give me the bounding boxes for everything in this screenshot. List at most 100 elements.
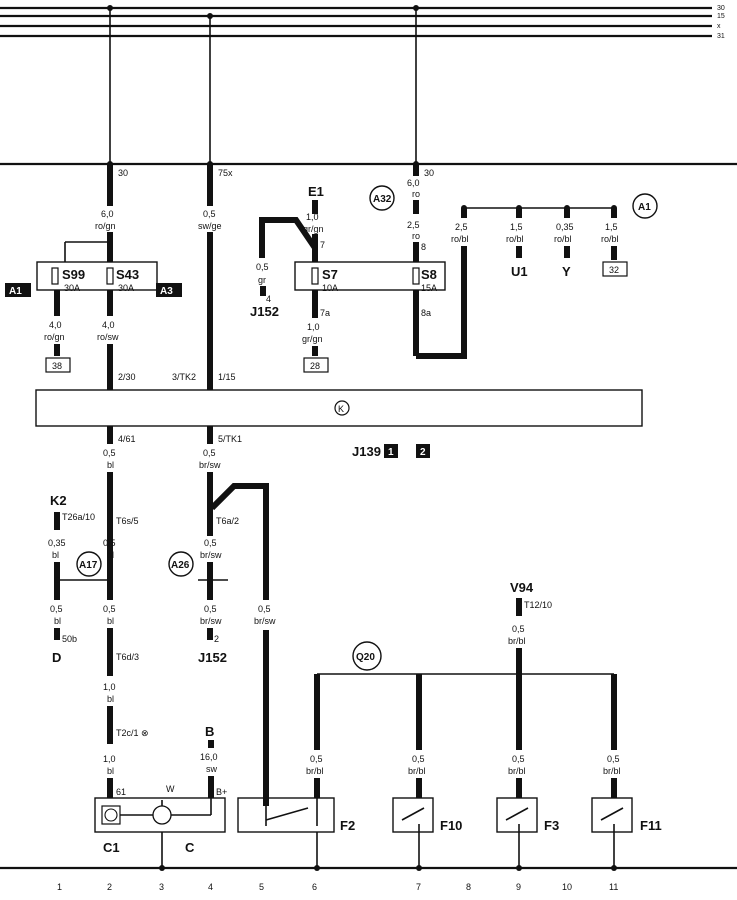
rail-label-31: 31 [717, 33, 725, 40]
terminal-d-50b: 50b [62, 634, 77, 644]
central-electrics-panel [35, 389, 643, 427]
wire-color-s99-in: ro/gn [95, 221, 116, 231]
wire-gauge-s99-in: 6,0 [101, 209, 114, 219]
wire-color-s7-out: gr/gn [302, 334, 323, 344]
wire-gauge-f3: 0,5 [512, 754, 525, 764]
column-10: 10 [562, 882, 572, 892]
wire-color-c-2: bl [107, 694, 114, 704]
terminal-s7-7a: 7a [320, 308, 330, 318]
wire-color-e1: gr/gn [303, 224, 324, 234]
wire-label-30-left: 30 [118, 168, 128, 178]
circle-a17-label: A17 [79, 560, 98, 571]
wire-label-75x: 75x [218, 168, 233, 178]
component-b: B [205, 724, 214, 739]
component-y: Y [562, 264, 571, 279]
switch-f2-label: F2 [340, 818, 355, 833]
component-j152-bottom: J152 [198, 650, 227, 665]
wire-gauge-s8-mid: 2,5 [407, 220, 420, 230]
terminal-c-w: W [166, 784, 175, 794]
wire-color-s8-mid: ro [412, 231, 420, 241]
wire-label-30-right: 30 [424, 168, 434, 178]
column-3: 3 [159, 882, 164, 892]
circle-a1-label: A1 [638, 202, 651, 213]
switch-f3-label: F3 [544, 818, 559, 833]
wire-gauge-a1-3: 0,35 [556, 222, 574, 232]
wire-color-a1-4: ro/bl [601, 234, 619, 244]
component-c1: C1 [103, 840, 120, 855]
wire-gauge-t6a: 0,5 [204, 538, 217, 548]
wire-gauge-s7-out: 1,0 [307, 322, 320, 332]
terminal-c-b: B+ [216, 787, 227, 797]
j139-ref-2-box [416, 444, 430, 458]
wire-gauge-5-tk1: 0,5 [203, 448, 216, 458]
ref-32: 32 [609, 265, 619, 275]
wire-color-s8-in: ro [412, 189, 420, 199]
rail-label-30: 30 [717, 5, 725, 12]
wire-gauge-f2-feed: 0,5 [258, 604, 271, 614]
wire-color-f2-feed: br/sw [254, 616, 276, 626]
panel-k-circle [334, 400, 350, 416]
wire-color-a1-3: ro/bl [554, 234, 572, 244]
wire-gauge-e1: 1,0 [306, 212, 319, 222]
fuse-s7-label: S7 [322, 267, 338, 282]
wire-gauge-c-1: 0,5 [103, 604, 116, 614]
ref-38: 38 [52, 361, 62, 371]
fuse-s43-label: S43 [116, 267, 139, 282]
wire-color-b: sw [206, 764, 218, 774]
wire-gauge-a1-2: 1,5 [510, 222, 523, 232]
wire-color-f3: br/bl [508, 766, 526, 776]
connector-3-tk2: 3/TK2 [172, 372, 196, 382]
fuse-panel-left: S99 30A S43 30A [36, 261, 158, 293]
terminal-t6d: T6d/3 [116, 652, 139, 662]
ref-box-38 [45, 357, 71, 373]
terminal-t2c: T2c/1 ⊗ [116, 728, 149, 738]
circle-q20-label: Q20 [356, 652, 375, 663]
wire-gauge-d: 0,5 [50, 604, 63, 614]
wire-color-v94: br/bl [508, 636, 526, 646]
wire-gauge-s43-out: 4,0 [102, 320, 115, 330]
fuse-s99-rating: 30A [64, 283, 80, 293]
wire-gauge-c-3: 1,0 [103, 754, 116, 764]
switch-f10-label: F10 [440, 818, 462, 833]
relay-ref-a3-box [156, 283, 182, 297]
wire-gauge-4-61: 0,5 [103, 448, 116, 458]
circle-a32-label: A32 [373, 194, 392, 205]
wire-gauge-f11: 0,5 [607, 754, 620, 764]
column-numbers: 1 2 3 4 5 6 7 8 9 10 11 [57, 882, 618, 892]
circle-a32 [369, 185, 395, 211]
component-u1: U1 [511, 264, 528, 279]
fuse-s99-label: S99 [62, 267, 85, 282]
column-9: 9 [516, 882, 521, 892]
wire-color-c-3: bl [107, 766, 114, 776]
component-e1: E1 [308, 184, 324, 199]
power-rails: 30 15 x 31 [0, 5, 725, 40]
circle-a1 [632, 193, 658, 219]
j139-ref-2: 2 [420, 447, 426, 458]
column-8: 8 [466, 882, 471, 892]
wire-gauge-b: 16,0 [200, 752, 218, 762]
wire-color-5-tk1: br/sw [199, 460, 221, 470]
wire-color-a1-2: ro/bl [506, 234, 524, 244]
rail-label-x: x [717, 23, 721, 30]
wire-color-j152-low: br/sw [200, 616, 222, 626]
wire-gauge-s8-in: 6,0 [407, 178, 420, 188]
relay-ref-a3: A3 [160, 286, 173, 297]
connector-1-15: 1/15 [218, 372, 236, 382]
connector-4-61: 4/61 [118, 434, 136, 444]
wire-color-4-61: bl [107, 460, 114, 470]
j139-ref-1-box [384, 444, 398, 458]
relay-ref-a1-box [5, 283, 31, 297]
switch-f11-label: F11 [640, 818, 662, 833]
ref-box-28 [303, 357, 329, 373]
wire-gauge-c-2: 1,0 [103, 682, 116, 692]
relay-ref-a1: A1 [9, 286, 22, 297]
fuse-panel-right: S7 10A S8 15A [294, 261, 446, 293]
component-j139: J139 [352, 444, 381, 459]
wire-gauge-j152-low: 0,5 [204, 604, 217, 614]
column-5: 5 [259, 882, 264, 892]
wire-color-c-1: bl [107, 616, 114, 626]
wire-color-f10: br/bl [408, 766, 426, 776]
terminal-t6a: T6a/2 [216, 516, 239, 526]
ref-box-32 [602, 261, 628, 277]
